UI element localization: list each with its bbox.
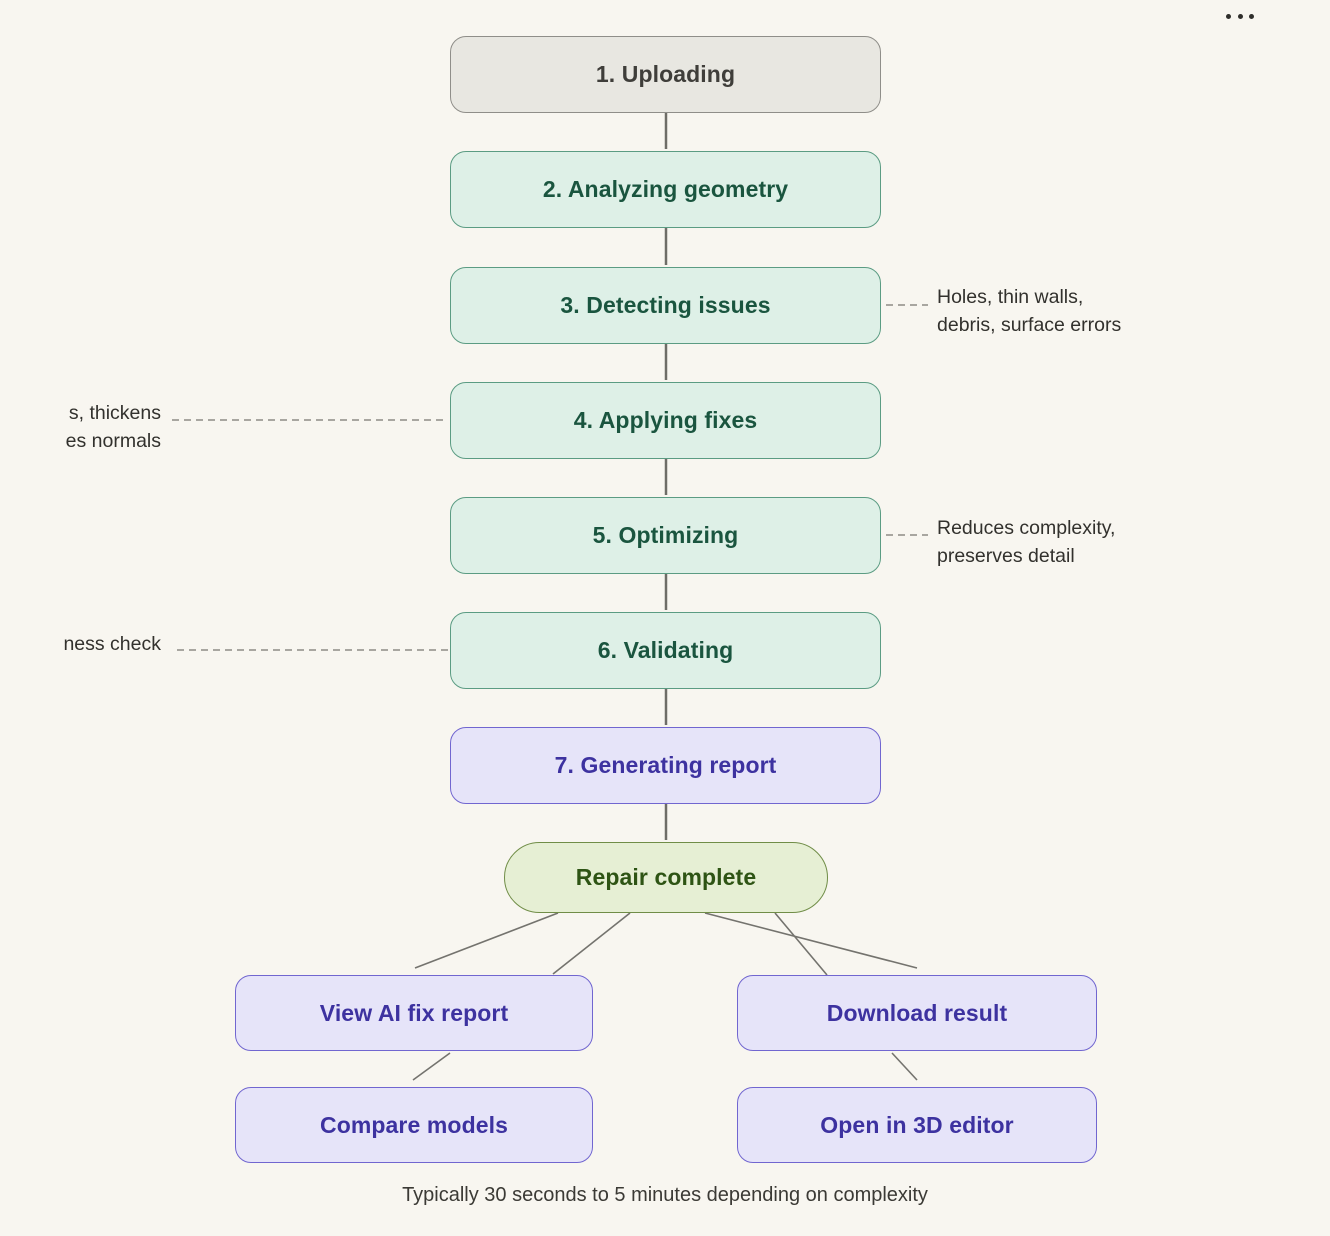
step-node-optimizing: 5. Optimizing	[450, 497, 881, 574]
node-repair-complete: Repair complete	[504, 842, 828, 913]
action-download-result[interactable]: Download result	[737, 975, 1097, 1051]
connector-complete-download2	[774, 912, 828, 976]
more-options-button[interactable]	[1222, 6, 1258, 27]
connector-complete-view	[414, 912, 559, 969]
action-view-ai-fix-report[interactable]: View AI fix report	[235, 975, 593, 1051]
annotation-detecting-issues: Holes, thin walls, debris, surface error…	[937, 286, 1122, 336]
connector-complete-view2	[552, 912, 631, 975]
step-node-applying-fixes: 4. Applying fixes	[450, 382, 881, 459]
step-node-uploading: 1. Uploading	[450, 36, 881, 113]
ellipsis-icon	[1237, 14, 1243, 19]
connector-download-open	[891, 1052, 918, 1081]
annotation-validating: ness check	[63, 633, 161, 655]
action-open-in-3d-editor[interactable]: Open in 3D editor	[737, 1087, 1097, 1163]
step-node-generating-report: 7. Generating report	[450, 727, 881, 804]
annotation-optimizing: Reduces complexity, preserves detail	[937, 517, 1116, 567]
annotation-applying-fixes: s, thickens es normals	[65, 402, 161, 452]
connector-view-compare	[412, 1052, 451, 1081]
step-node-detecting-issues: 3. Detecting issues	[450, 267, 881, 344]
step-node-analyzing-geometry: 2. Analyzing geometry	[450, 151, 881, 228]
action-compare-models[interactable]: Compare models	[235, 1087, 593, 1163]
ellipsis-icon	[1249, 14, 1254, 19]
diagram-caption: Typically 30 seconds to 5 minutes depend…	[402, 1184, 928, 1206]
step-node-validating: 6. Validating	[450, 612, 881, 689]
connector-complete-download	[704, 912, 918, 969]
ellipsis-icon	[1226, 14, 1231, 19]
